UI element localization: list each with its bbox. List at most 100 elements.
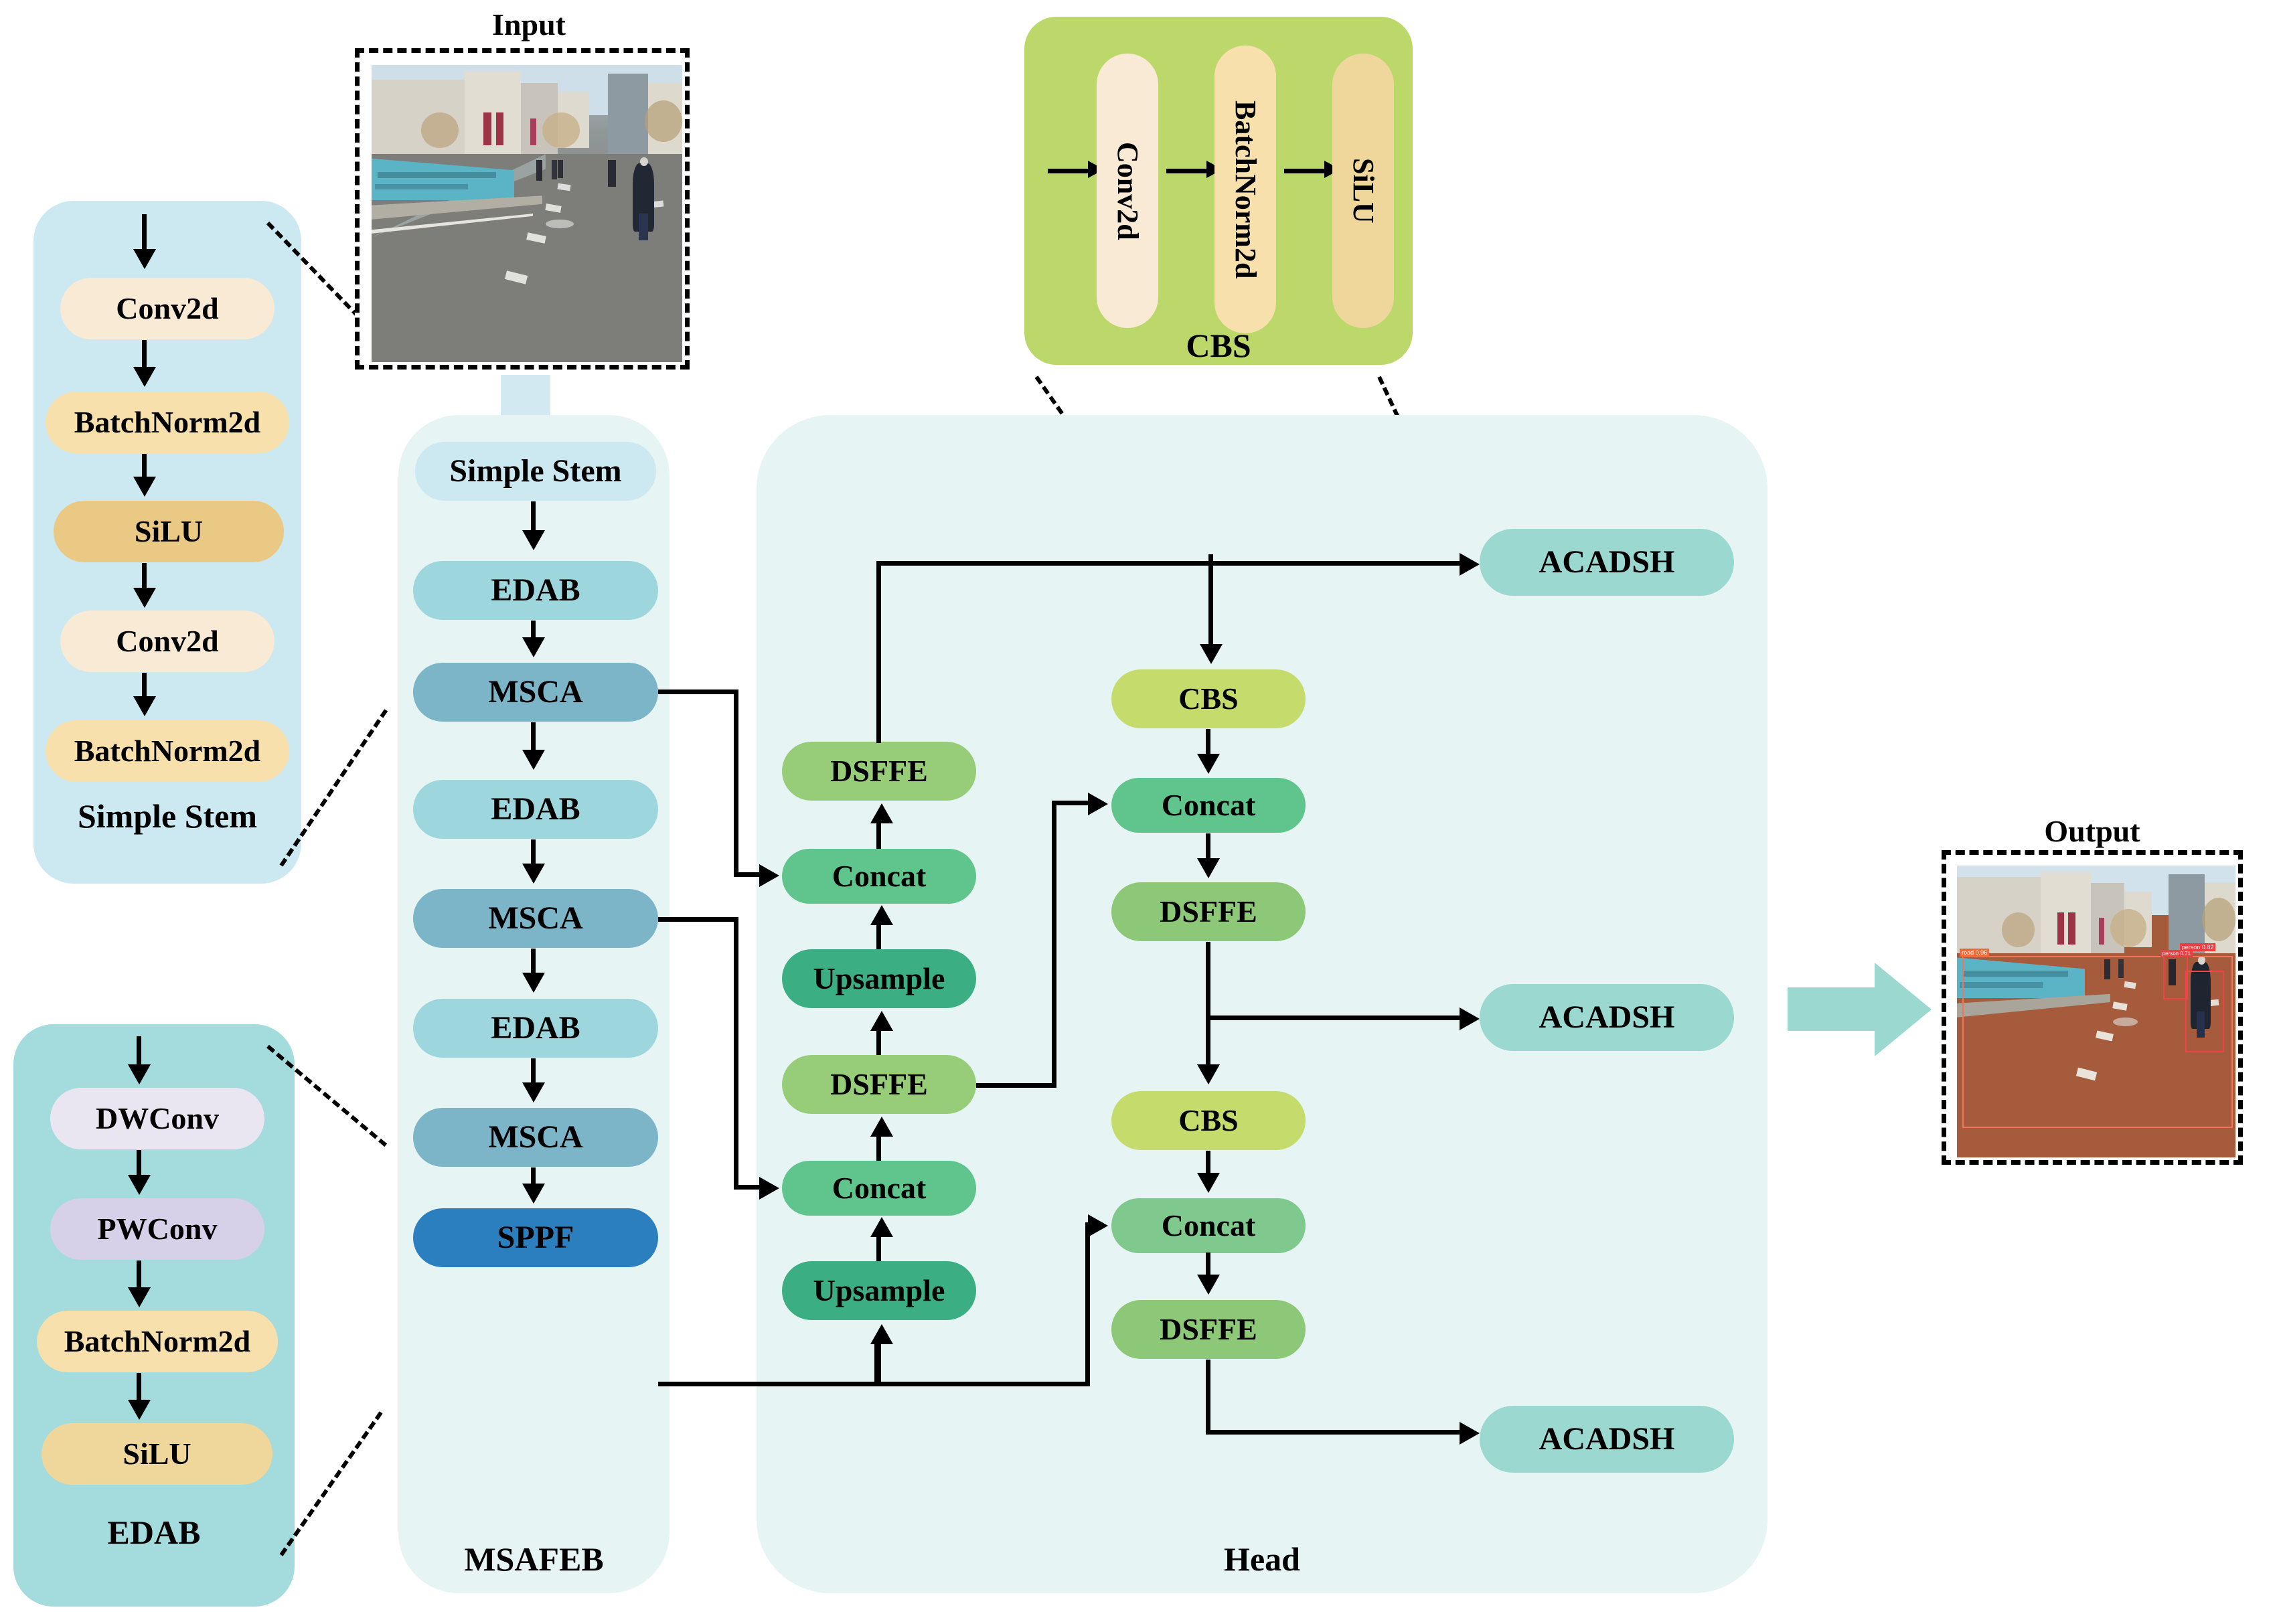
bb-arrow-4 xyxy=(522,864,545,884)
head-right-arrow-3 xyxy=(1197,1064,1220,1084)
bb-arrow-line-7 xyxy=(531,1167,536,1188)
head-right-concat-top: Concat xyxy=(1111,778,1306,833)
head-to-output-arrow xyxy=(1788,963,1932,1056)
edab-inlet-arrow xyxy=(128,1064,151,1084)
edab-inlet-line xyxy=(137,1036,141,1068)
conn-dsffe1-v xyxy=(876,561,881,743)
bb-arrow-line-4 xyxy=(531,839,536,868)
head-left-upsample-top: Upsample xyxy=(782,949,976,1008)
ss-arrow-line-4 xyxy=(142,673,147,700)
bb-arrow-5 xyxy=(522,973,545,993)
output-photo: person 0.82 person 0.71 road 0.96 xyxy=(1957,866,2235,1157)
cbs-detail-block-conv2d: Conv2d xyxy=(1097,54,1158,328)
bb-arrow-7 xyxy=(522,1184,545,1204)
edab-arrow-3 xyxy=(128,1400,151,1420)
edab-arrow-line-3 xyxy=(137,1373,141,1403)
cbs-detail-block-silu: SiLU xyxy=(1332,54,1394,328)
head-left-arrow-5 xyxy=(870,1217,893,1237)
backbone-block-msca-2: MSCA xyxy=(413,889,658,948)
head-title: Head xyxy=(1224,1540,1300,1578)
detection-box-person-1 xyxy=(2185,970,2225,1052)
conn-dsffe1-arrow xyxy=(1460,553,1480,576)
conn-msca1-h1 xyxy=(658,689,738,694)
conn-dsffe2-h1 xyxy=(976,1083,1056,1088)
backbone-block-msca-1: MSCA xyxy=(413,663,658,722)
conn-rdsffe1-v xyxy=(1206,1011,1210,1018)
conn-dsffe2-arrow xyxy=(1088,793,1108,815)
head-right-line-2 xyxy=(1206,833,1210,862)
head-right-cbs-in-line xyxy=(1208,554,1213,648)
bb-arrow-3 xyxy=(522,750,545,770)
simple-stem-block-conv2d-2: Conv2d xyxy=(60,611,274,672)
conn-dsffe2-v xyxy=(1052,801,1056,1086)
head-left-arrow-line-1 xyxy=(876,822,881,850)
conn-msca1-h2 xyxy=(734,872,762,877)
head-left-arrow-3 xyxy=(870,1011,893,1031)
bb-arrow-line-5 xyxy=(531,949,536,977)
conn-dsffe2-h2 xyxy=(1052,801,1091,805)
ss-arrow-4 xyxy=(133,696,156,716)
backbone-block-sppf: SPPF xyxy=(413,1208,658,1267)
edab-arrow-2 xyxy=(128,1287,151,1307)
cbs-detail-in-line xyxy=(1048,169,1089,173)
ss-arrow-1 xyxy=(133,367,156,387)
edab-block-batchnorm: BatchNorm2d xyxy=(37,1311,278,1372)
conn-dsffe1-to-cbs xyxy=(876,561,1211,566)
head-right-arrow-2 xyxy=(1197,858,1220,878)
simple-stem-detail-title: Simple Stem xyxy=(77,797,258,835)
head-right-cbs-bottom: CBS xyxy=(1111,1091,1306,1150)
head-right-line-3 xyxy=(1206,942,1210,1069)
head-left-upsample-bottom: Upsample xyxy=(782,1261,976,1320)
edab-leader-bottom xyxy=(279,1411,383,1556)
conn-rdsffe2-h xyxy=(1206,1430,1464,1435)
conn-bottom-v xyxy=(1085,1222,1090,1384)
detection-label-person-1: person 0.82 xyxy=(2179,943,2216,951)
head-left-arrow-line-4 xyxy=(876,1135,881,1161)
backbone-block-edab-2: EDAB xyxy=(413,780,658,839)
detect-head-1: ACADSH xyxy=(1480,529,1734,596)
simple-stem-block-batchnorm-1: BatchNorm2d xyxy=(46,392,289,453)
simple-stem-inlet-arrow xyxy=(133,249,156,269)
input-photo xyxy=(372,65,682,362)
head-right-dsffe-bottom: DSFFE xyxy=(1111,1300,1306,1359)
cbs-detail-block-batchnorm: BatchNorm2d xyxy=(1214,46,1276,333)
head-left-arrow-4 xyxy=(870,1117,893,1137)
conn-msca1-arrow xyxy=(759,864,779,887)
ss-arrow-3 xyxy=(133,588,156,608)
bb-arrow-6 xyxy=(522,1082,545,1103)
backbone-title: MSAFEB xyxy=(464,1540,604,1578)
simple-stem-block-silu: SiLU xyxy=(54,501,284,562)
edab-arrow-line-2 xyxy=(137,1261,141,1291)
conn-msca2-v xyxy=(734,917,738,1188)
ss-arrow-line-2 xyxy=(142,454,147,481)
backbone-block-msca-3: MSCA xyxy=(413,1108,658,1167)
simple-stem-block-conv2d-1: Conv2d xyxy=(60,278,274,339)
bb-arrow-2 xyxy=(522,637,545,657)
input-image-frame xyxy=(355,48,690,370)
head-left-concat-bottom: Concat xyxy=(782,1161,976,1216)
conn-rdsffe2-arrow xyxy=(1460,1422,1480,1445)
input-caption: Input xyxy=(492,7,566,42)
edab-block-pwconv: PWConv xyxy=(50,1198,264,1260)
head-right-cbs-top: CBS xyxy=(1111,669,1306,728)
cbs-detail-title: CBS xyxy=(1186,327,1251,364)
detection-label-road: road 0.96 xyxy=(1960,949,1990,957)
head-left-arrow-1 xyxy=(870,803,893,823)
head-left-arrow-line-3 xyxy=(876,1030,881,1055)
head-right-dsffe-top: DSFFE xyxy=(1111,882,1306,941)
head-right-line-1 xyxy=(1206,729,1210,757)
head-right-line-5 xyxy=(1206,1252,1210,1278)
cbs-detail-line-1 xyxy=(1166,169,1208,173)
conn-bottom-arrow xyxy=(1088,1214,1108,1237)
head-right-cbs-in-arrow xyxy=(1200,644,1223,664)
head-right-arrow-1 xyxy=(1197,754,1220,774)
output-image-frame: person 0.82 person 0.71 road 0.96 xyxy=(1942,850,2243,1165)
conn-msca2-arrow xyxy=(759,1177,779,1200)
head-right-concat-bottom: Concat xyxy=(1111,1198,1306,1253)
conn-rdsffe1-arrow xyxy=(1460,1007,1480,1030)
head-left-arrow-2 xyxy=(870,905,893,925)
ss-arrow-line-3 xyxy=(142,563,147,591)
simple-stem-inlet-line xyxy=(142,214,147,254)
bb-arrow-line-2 xyxy=(531,621,536,641)
detection-label-person-2: person 0.71 xyxy=(2160,950,2193,958)
